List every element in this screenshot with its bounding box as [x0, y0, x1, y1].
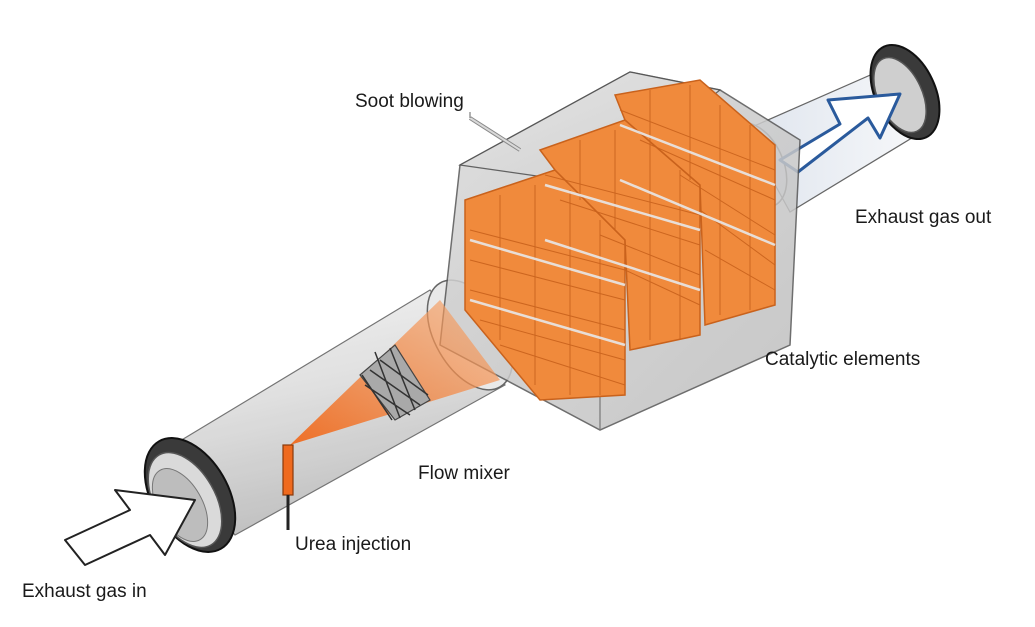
label-flow-mixer: Flow mixer [418, 463, 510, 484]
label-catalytic-elements: Catalytic elements [765, 349, 921, 370]
soot-blowing-pipe [468, 116, 522, 152]
soot-blowing-lances [469, 123, 776, 347]
label-urea-injection: Urea injection [295, 534, 412, 555]
urea-injector [282, 444, 294, 530]
exhaust-in-arrow [64, 489, 196, 566]
exhaust-out-arrow [778, 92, 902, 174]
label-exhaust-gas-out: Exhaust gas out [855, 207, 992, 228]
catalytic-grid [469, 85, 776, 395]
label-soot-blowing: Soot blowing [355, 91, 464, 112]
label-exhaust-gas-in: Exhaust gas in [22, 581, 147, 602]
flow-mixer [359, 344, 431, 421]
